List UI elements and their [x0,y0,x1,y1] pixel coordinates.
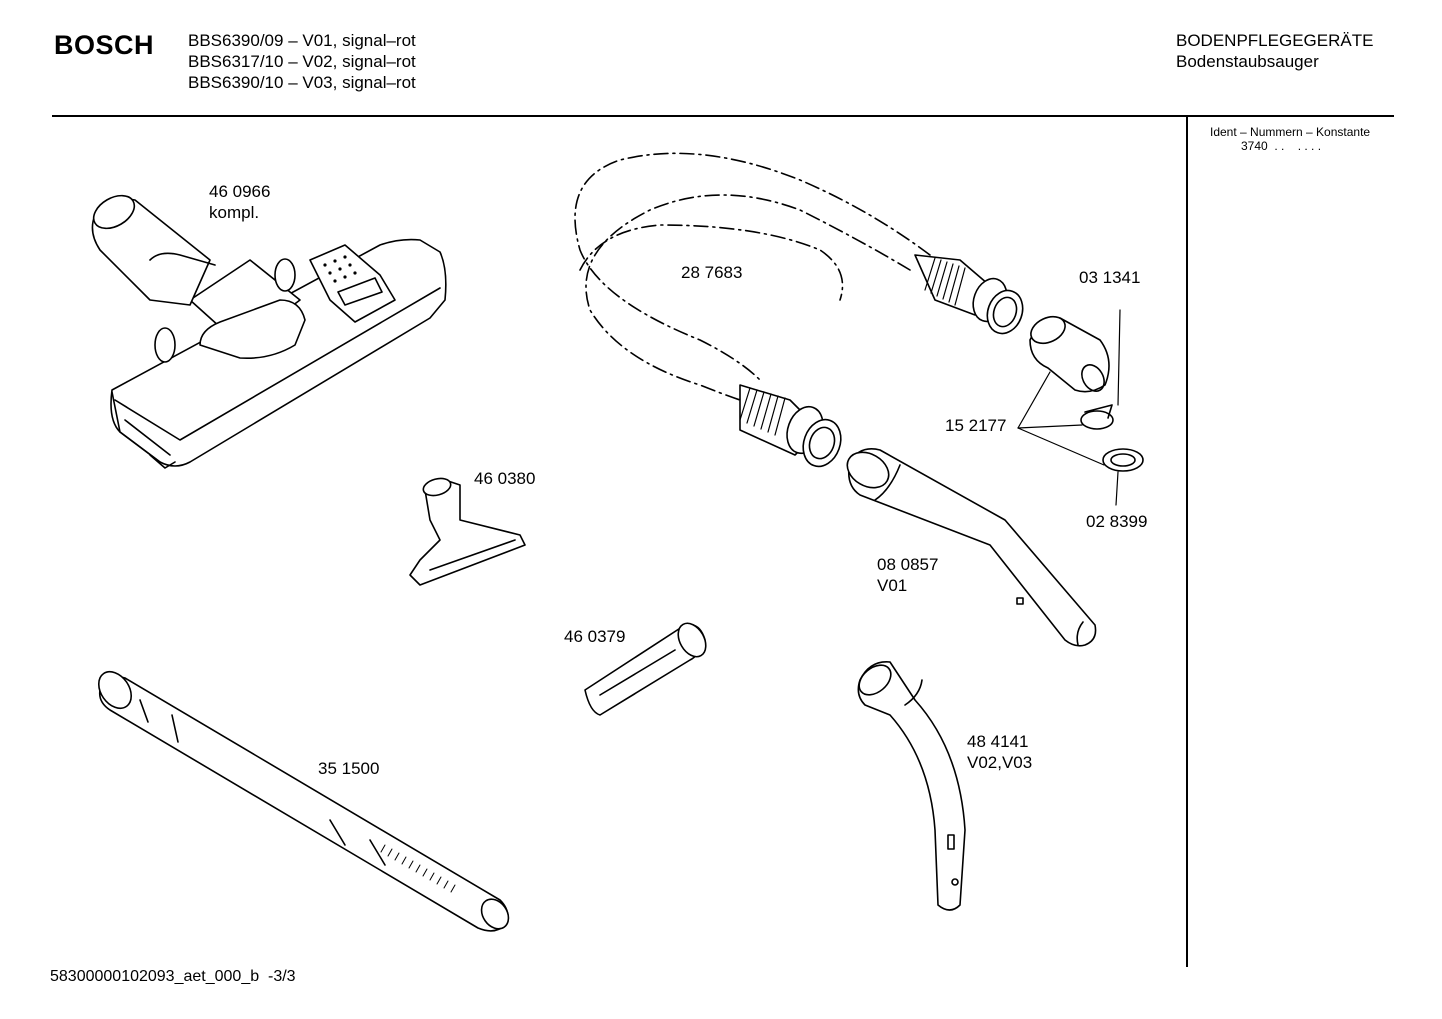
part-number: 08 0857 [877,555,939,574]
ring-drawing[interactable] [1102,448,1144,506]
part-note: V01 [877,576,908,595]
suction-hose-drawing[interactable] [574,152,1028,471]
part-label-08-0857: 08 0857 V01 [877,554,938,596]
handle-tube-v02-v03-drawing[interactable] [853,659,966,911]
ident-value: 3740 . . . . . . [1241,139,1322,153]
part-note: V02,V03 [967,753,1033,772]
model-list: BBS6390/09 – V01, signal–rot BBS6317/10 … [188,30,416,93]
part-label-46-0966: 46 0966 kompl. [209,181,270,223]
part-label-15-2177: 15 2177 [945,415,1006,436]
elbow-connector-drawing[interactable] [1027,309,1121,406]
ident-label: Ident – Nummern – Konstante [1210,125,1371,139]
header-divider [52,115,1394,117]
part-label-03-1341: 03 1341 [1079,267,1140,288]
model-line: BBS6317/10 – V02, signal–rot [188,52,416,71]
part-number: 28 7683 [681,263,743,282]
handle-tube-v01-drawing[interactable] [841,445,1097,647]
part-label-35-1500: 35 1500 [318,758,379,779]
category-block: BODENPFLEGEGERÄTE Bodenstaubsauger [1176,30,1373,72]
part-label-46-0379: 46 0379 [564,626,625,647]
part-number: 46 0380 [474,469,536,488]
part-number: 48 4141 [967,732,1029,751]
part-number: 02 8399 [1086,512,1148,531]
model-line: BBS6390/10 – V03, signal–rot [188,73,416,92]
model-line: BBS6390/09 – V01, signal–rot [188,31,416,50]
part-label-46-0380: 46 0380 [474,468,535,489]
nozzle-vent-dots [323,255,357,283]
part-number: 15 2177 [945,416,1007,435]
category-title: BODENPFLEGEGERÄTE [1176,31,1374,50]
clip-drawing[interactable] [1017,371,1114,466]
part-label-48-4141: 48 4141 V02,V03 [967,731,1032,773]
brand-logo: BOSCH [54,30,155,60]
telescopic-tube-drawing[interactable] [92,666,514,934]
part-label-28-7683: 28 7683 [681,262,742,283]
hose-end-lower [739,384,842,468]
part-number: 35 1500 [318,759,380,778]
floor-nozzle-drawing[interactable] [88,189,447,469]
part-number: 03 1341 [1079,268,1141,287]
part-number: 46 0379 [564,627,626,646]
part-label-02-8399: 02 8399 [1086,511,1147,532]
side-divider [1186,117,1188,967]
upholstery-nozzle-drawing[interactable] [409,476,526,586]
crevice-nozzle-drawing[interactable] [584,618,711,716]
document-id: 58300000102093_aet_000_b -3/3 [50,968,296,985]
hose-end-upper [914,254,1024,335]
subcategory-title: Bodenstaubsauger [1176,52,1319,71]
part-number: 46 0966 [209,182,271,201]
ident-block: Ident – Nummern – Konstante 3740 . . . .… [1210,125,1370,153]
part-note: kompl. [209,203,260,222]
